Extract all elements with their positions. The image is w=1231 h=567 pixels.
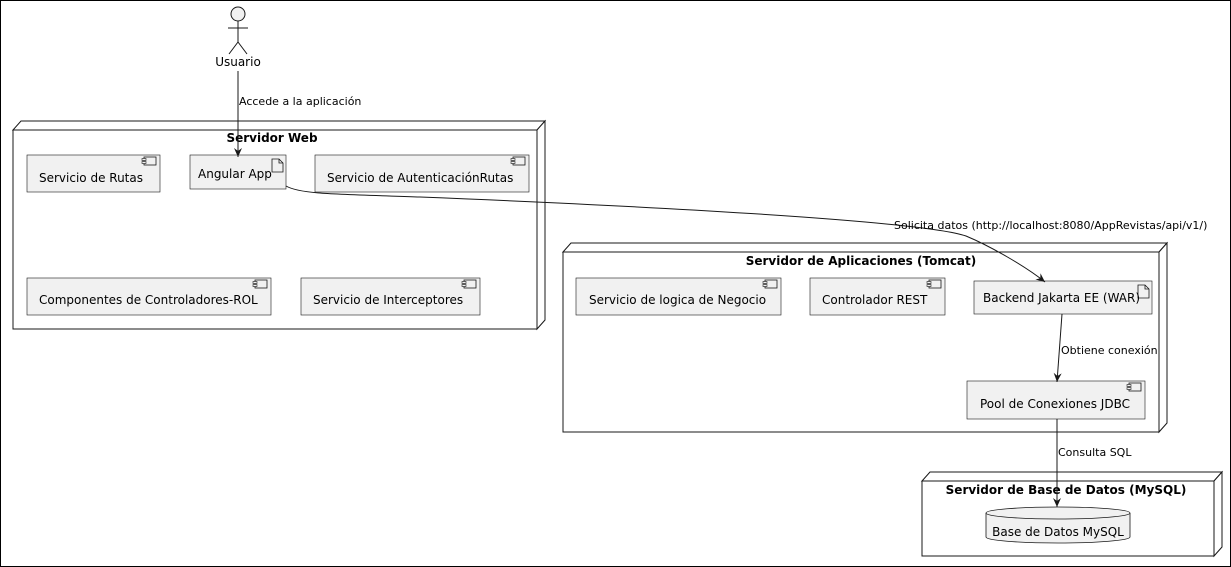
component-label: Base de Datos MySQL xyxy=(992,525,1124,539)
component-pool-jdbc: Pool de Conexiones JDBC xyxy=(966,380,1146,420)
edge-obtiene-conexion: Obtiene conexión xyxy=(1053,313,1158,383)
component-icon xyxy=(461,279,477,289)
component-icon xyxy=(510,156,526,166)
component-label: Controlador REST xyxy=(822,293,928,307)
artifact-backend-jakarta: Backend Jakarta EE (WAR) xyxy=(973,280,1153,315)
component-logica-de-negocio: Servicio de logica de Negocio xyxy=(575,277,782,316)
component-label: Servicio de logica de Negocio xyxy=(589,293,766,307)
edge-consulta-sql: Consulta SQL xyxy=(1053,419,1132,507)
component-icon xyxy=(141,156,157,166)
database-mysql: Base de Datos MySQL xyxy=(985,506,1131,544)
edge-label: Solicita datos (http://localhost:8080/Ap… xyxy=(894,219,1207,232)
component-label: Backend Jakarta EE (WAR) xyxy=(983,291,1140,305)
stick-figure-icon xyxy=(228,6,248,55)
edge-accede: Accede a la aplicación xyxy=(234,71,361,157)
component-label: Pool de Conexiones JDBC xyxy=(980,397,1130,411)
node-title: Servidor de Base de Datos (MySQL) xyxy=(946,483,1187,497)
node-servidor-aplicaciones: Servidor de Aplicaciones (Tomcat) Servic… xyxy=(561,241,1169,434)
node-servidor-base-de-datos: Servidor de Base de Datos (MySQL) Base d… xyxy=(920,470,1224,558)
edge-label: Consulta SQL xyxy=(1058,446,1132,459)
node-title: Servidor de Aplicaciones (Tomcat) xyxy=(746,254,977,268)
component-label: Angular App xyxy=(198,167,272,181)
component-icon xyxy=(926,279,942,289)
component-label: Servicio de Interceptores xyxy=(313,293,463,307)
component-label: Componentes de Controladores-ROL xyxy=(39,293,258,307)
component-servicio-de-rutas: Servicio de Rutas xyxy=(26,154,161,193)
component-servicio-de-interceptores: Servicio de Interceptores xyxy=(300,277,481,316)
actor-label: Usuario xyxy=(215,55,261,69)
edge-label: Obtiene conexión xyxy=(1061,344,1158,357)
artifact-angular-app: Angular App xyxy=(189,154,287,190)
component-label: Servicio de AutenticaciónRutas xyxy=(327,171,513,185)
component-icon xyxy=(252,279,268,289)
edge-solicita-datos: Solicita datos (http://localhost:8080/Ap… xyxy=(285,185,1207,283)
artifact-icon xyxy=(1137,284,1150,299)
edge-label: Accede a la aplicación xyxy=(239,95,361,108)
component-servicio-de-autenticacion: Servicio de AutenticaciónRutas xyxy=(314,154,530,193)
node-servidor-web: Servidor Web Servicio de Rutas Angular A… xyxy=(11,119,547,331)
database-icon xyxy=(985,506,1131,520)
node-title: Servidor Web xyxy=(226,131,318,145)
actor-usuario: Usuario xyxy=(215,6,261,69)
component-controlador-rest: Controlador REST xyxy=(809,277,946,316)
component-icon xyxy=(1126,382,1142,392)
artifact-icon xyxy=(271,158,284,173)
component-icon xyxy=(762,279,778,289)
component-label: Servicio de Rutas xyxy=(39,171,143,185)
component-controladores-rol: Componentes de Controladores-ROL xyxy=(26,277,272,316)
